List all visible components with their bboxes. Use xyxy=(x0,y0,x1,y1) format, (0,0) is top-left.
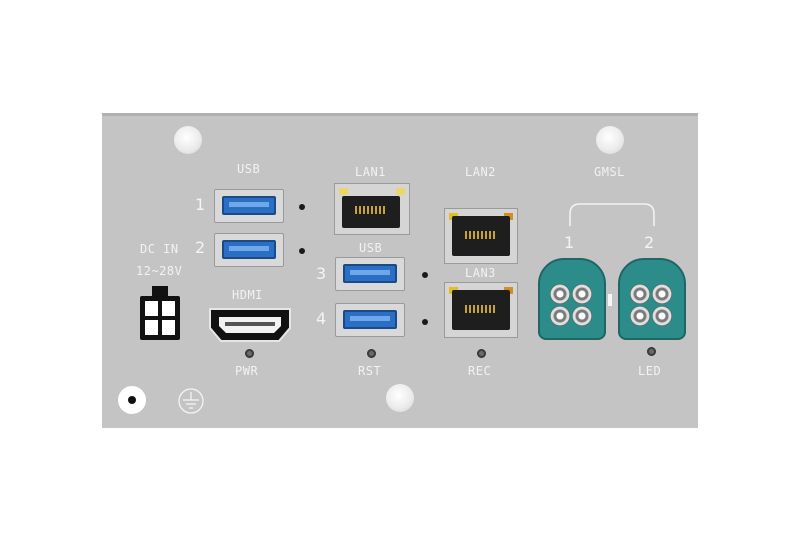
gmsl-port-2-pin xyxy=(652,284,672,304)
usb-label-middle: USB xyxy=(359,241,383,255)
bottom-left-screw xyxy=(118,386,146,414)
led-label: LED xyxy=(638,364,662,378)
gmsl-port-2-pin xyxy=(652,306,672,326)
gmsl-port-2-number: 2 xyxy=(644,233,655,252)
lan3-port[interactable] xyxy=(444,282,518,338)
usb-port-4-tongue xyxy=(350,316,390,321)
pwr-label: PWR xyxy=(235,364,259,378)
usb-port-3-number: 3 xyxy=(316,264,327,283)
gmsl-bracket xyxy=(569,203,655,226)
gmsl-port-1-number: 1 xyxy=(564,233,575,252)
lan2-label: LAN2 xyxy=(465,165,496,179)
usb-port-1-tongue xyxy=(229,202,269,207)
power-button[interactable] xyxy=(245,349,254,358)
dc-power-connector[interactable] xyxy=(140,286,180,340)
status-led xyxy=(647,347,656,356)
usb-port-3-led xyxy=(422,272,428,278)
lan1-led-left xyxy=(339,188,348,195)
usb-port-4-led xyxy=(422,319,428,325)
usb-port-2-tongue xyxy=(229,246,269,251)
mounting-screw-top-right xyxy=(596,126,624,154)
dc-connector-latch xyxy=(152,286,168,296)
lan1-led-right xyxy=(396,188,405,195)
gmsl-port-1-pin xyxy=(572,306,592,326)
gmsl-port-1-pin xyxy=(550,306,570,326)
usb-port-1-led xyxy=(299,204,305,210)
usb-port-2[interactable] xyxy=(214,233,284,267)
usb-port-1[interactable] xyxy=(214,189,284,223)
io-panel: USB 1 2 DC IN 12~28V HDMI PWR xyxy=(102,113,698,428)
gmsl-port-2[interactable] xyxy=(618,258,686,340)
lan2-pins xyxy=(465,231,497,239)
dc-in-label: DC IN xyxy=(140,242,179,256)
lan2-port[interactable] xyxy=(444,208,518,264)
usb-port-3-tongue xyxy=(350,270,390,275)
usb-port-4[interactable] xyxy=(335,303,405,337)
gmsl-port-2-pin xyxy=(630,284,650,304)
rst-label: RST xyxy=(358,364,382,378)
usb-port-4-number: 4 xyxy=(316,309,327,328)
usb-port-3[interactable] xyxy=(335,257,405,291)
gmsl-port-1[interactable] xyxy=(538,258,606,340)
usb-port-1-number: 1 xyxy=(195,195,206,214)
gmsl-port-1-pin xyxy=(572,284,592,304)
lan3-label: LAN3 xyxy=(465,266,496,280)
reset-button[interactable] xyxy=(367,349,376,358)
hdmi-label: HDMI xyxy=(232,288,263,302)
gmsl-divider xyxy=(608,294,612,306)
dc-connector-body xyxy=(140,296,180,340)
usb-port-2-led xyxy=(299,248,305,254)
mounting-screw-top-left xyxy=(174,126,202,154)
gmsl-port-1-pin xyxy=(550,284,570,304)
gmsl-port-2-pin xyxy=(630,306,650,326)
usb-label-top: USB xyxy=(237,162,261,176)
hdmi-port[interactable] xyxy=(207,306,293,344)
lan3-pins xyxy=(465,305,497,313)
lan1-label: LAN1 xyxy=(355,165,386,179)
ground-icon xyxy=(178,388,204,414)
voltage-label: 12~28V xyxy=(136,264,183,278)
usb-port-2-number: 2 xyxy=(195,238,206,257)
gmsl-label: GMSL xyxy=(594,165,625,179)
mounting-screw-bottom-center xyxy=(386,384,414,412)
lan1-pins xyxy=(355,206,387,214)
lan1-port[interactable] xyxy=(334,183,410,235)
recovery-button[interactable] xyxy=(477,349,486,358)
rec-label: REC xyxy=(468,364,492,378)
